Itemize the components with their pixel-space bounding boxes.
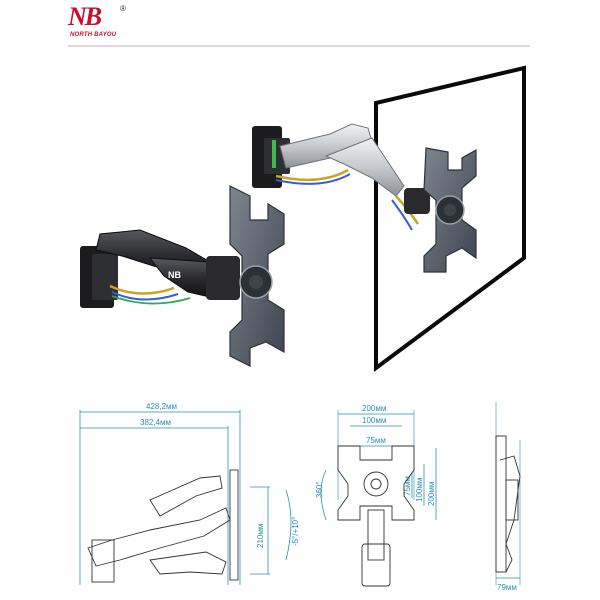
brand-logo: NB ® NORTH BAYOU xyxy=(68,4,148,42)
dim-rotation: 360° xyxy=(315,481,324,498)
dim-depth: 79мм xyxy=(497,583,517,592)
dim-vesa-outer: 200мм xyxy=(362,404,386,413)
arm-logo-mark: NB xyxy=(168,270,181,280)
front-vesa-plate xyxy=(229,185,285,367)
brand-name: NORTH BAYOU xyxy=(70,32,117,38)
dim-tilt: -5°/+10° xyxy=(291,517,300,546)
monitor-vesa-plate xyxy=(423,147,477,273)
side-view-drawing: 428,2мм 382,4мм 210мм -5°/+10° xyxy=(79,402,300,585)
logo-mark: NB xyxy=(68,2,102,31)
header-divider xyxy=(68,45,530,47)
silver-arm xyxy=(252,123,430,231)
dim-vesa-h-inner: 75мм xyxy=(403,476,412,496)
dim-arm-reach: 382,4мм xyxy=(140,418,171,427)
dim-vesa-h-mid: 100мм xyxy=(415,478,424,502)
dim-vesa-h-outer: 200мм xyxy=(427,482,436,506)
dim-vertical-travel: 210мм xyxy=(256,524,265,548)
black-arm: NB xyxy=(80,229,240,308)
dim-vesa-inner: 75мм xyxy=(366,436,386,445)
front-view-drawing: 200мм 100мм 75мм 360° 75мм 100мм 200мм xyxy=(315,404,437,587)
dim-vesa-mid: 100мм xyxy=(362,416,386,425)
dim-total-reach: 428,2мм xyxy=(146,402,177,411)
profile-view-drawing: 79мм xyxy=(495,402,521,592)
registered-mark: ® xyxy=(120,4,126,13)
